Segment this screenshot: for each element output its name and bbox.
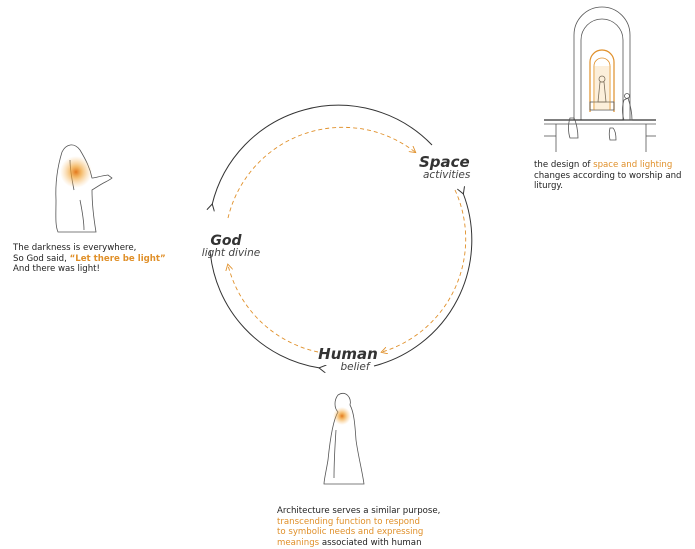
- caption-right: the design of space and lighting changes…: [534, 160, 694, 192]
- dashed-arc-left: [228, 265, 319, 353]
- node-space: Space activities: [419, 153, 470, 181]
- caption-bottom: Architecture serves a similar purpose, t…: [277, 506, 487, 548]
- dashed-arc-top: [227, 126, 415, 219]
- node-god: God light divine: [196, 233, 266, 259]
- caption-left: The darkness is everywhere, So God said,…: [13, 243, 213, 275]
- node-space-title: Space: [419, 153, 470, 171]
- node-god-subtitle: light divine: [201, 247, 261, 259]
- chapel-glow: [593, 66, 611, 110]
- chapel-section-illustration: [544, 6, 656, 152]
- caption-bottom-line4-suffix: associated with human: [319, 537, 422, 548]
- caption-right-line3: liturgy.: [534, 181, 564, 191]
- caption-left-line2: So God said, “Let there be light”: [13, 254, 213, 265]
- caption-right-line2: changes according to worship and: [534, 170, 682, 181]
- node-space-subtitle: activities: [423, 169, 471, 181]
- human-figure-illustration: [323, 393, 365, 485]
- god-figure-illustration: [55, 144, 113, 233]
- arc-space-to-human: [373, 193, 473, 367]
- caption-bottom-line3: to symbolic needs and expressing: [277, 527, 424, 537]
- caption-bottom-line2: transcending function to respond: [277, 516, 420, 527]
- caption-left-line3: And there was light!: [13, 264, 100, 274]
- arc-god-to-space: [212, 104, 433, 205]
- node-god-title: God: [210, 233, 242, 249]
- human-light-glow: [333, 407, 351, 425]
- caption-right-line1: the design of space and lighting: [534, 160, 694, 171]
- dashed-arc-right: [382, 189, 467, 352]
- caption-left-quote: “Let there be light”: [69, 253, 166, 264]
- node-human-title: Human: [318, 345, 378, 363]
- caption-bottom-line1: Architecture serves a similar purpose,: [277, 506, 441, 516]
- caption-right-highlight: space and lighting: [593, 160, 673, 170]
- caption-right-line1-prefix: the design of: [534, 160, 594, 170]
- god-light-glow: [60, 156, 92, 188]
- caption-left-line1: The darkness is everywhere,: [13, 243, 137, 253]
- node-human: Human belief: [318, 345, 378, 373]
- node-human-subtitle: belief: [340, 361, 370, 373]
- arc-human-to-god: [209, 249, 320, 368]
- caption-left-line2-prefix: So God said,: [13, 253, 70, 264]
- caption-bottom-line4-highlight: meanings: [277, 537, 320, 548]
- caption-bottom-line4: meanings associated with human: [277, 538, 487, 549]
